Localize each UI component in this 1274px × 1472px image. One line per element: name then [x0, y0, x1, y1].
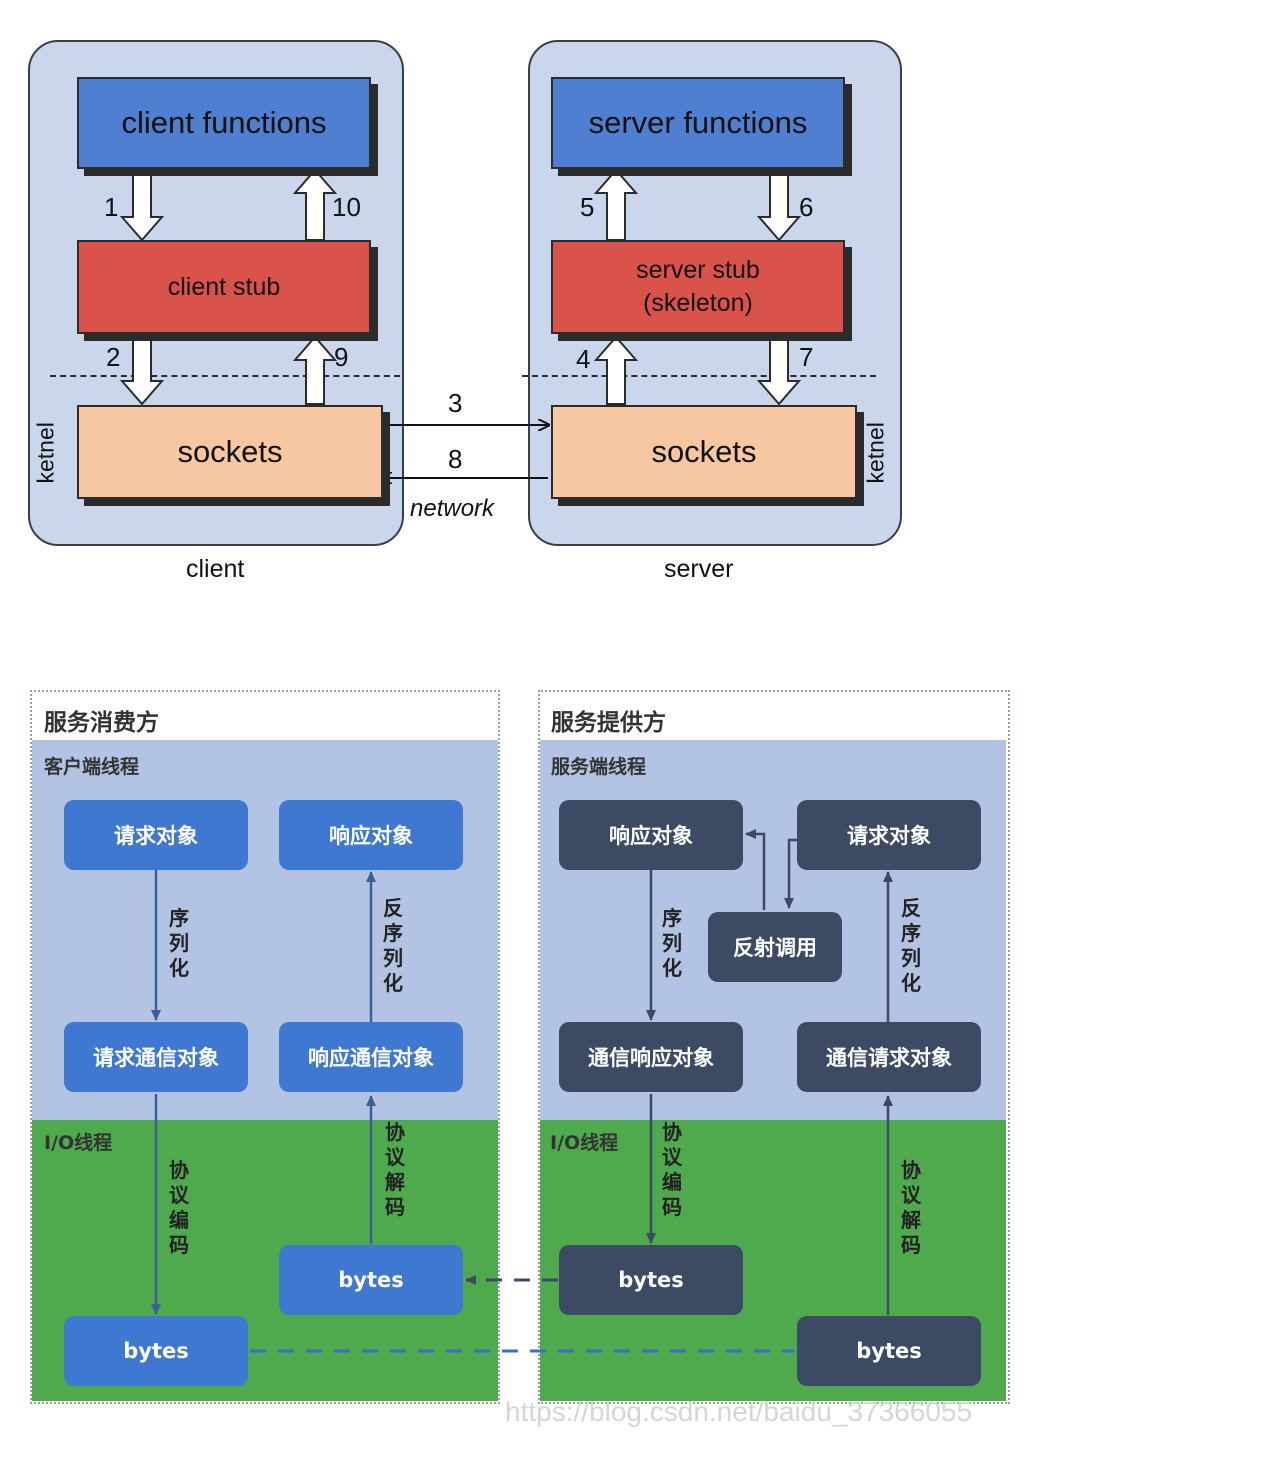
arrow-10-up [292, 168, 338, 241]
step-1: 1 [104, 192, 119, 222]
server-kernel-boundary [522, 375, 876, 377]
request-to-reflection-arrow [784, 838, 797, 909]
arrow-2-down [119, 336, 165, 406]
server-caption: server [664, 555, 734, 583]
arrow-1-down [119, 169, 165, 242]
consumer-bytes-out-label: bytes [123, 1339, 189, 1363]
server-functions-label: server functions [588, 105, 808, 140]
consumer-bytes-in: bytes [279, 1245, 463, 1315]
consumer-title: 服务消费方 [44, 710, 159, 736]
provider-decode-label: 协议解码 [901, 1158, 921, 1257]
provider-bytes-in-label: bytes [856, 1339, 922, 1363]
provider-bytes-out: bytes [559, 1245, 743, 1315]
step-5: 5 [580, 192, 595, 222]
step-2: 2 [106, 342, 121, 372]
consumer-deserialize-label: 反序列化 [383, 896, 403, 995]
consumer-request-comm-object-label: 请求通信对象 [93, 1046, 219, 1070]
consumer-response-comm-object: 响应通信对象 [279, 1022, 463, 1092]
provider-request-object: 请求对象 [797, 800, 981, 870]
consumer-request-object: 请求对象 [64, 800, 248, 870]
client-sockets-box: sockets [77, 405, 383, 499]
consumer-response-object-label: 响应对象 [329, 824, 413, 848]
consumer-request-object-label: 请求对象 [114, 824, 198, 848]
consumer-response-object: 响应对象 [279, 800, 463, 870]
consumer-response-comm-object-label: 响应通信对象 [308, 1046, 434, 1070]
client-sockets-label: sockets [177, 434, 283, 469]
server-stub-label: server stub [636, 256, 760, 284]
provider-deserialize-label: 反序列化 [901, 896, 921, 995]
consumer-request-comm-object: 请求通信对象 [64, 1022, 248, 1092]
arrow-7-down [756, 336, 802, 406]
consumer-serialize-label: 序列化 [169, 906, 189, 980]
arrow-9-up [292, 335, 338, 405]
server-functions-box: server functions [551, 77, 845, 169]
step-6: 6 [799, 192, 814, 222]
provider-encode-label: 协议编码 [662, 1120, 682, 1219]
consumer-bytes-in-label: bytes [338, 1268, 404, 1292]
server-stub-sublabel: (skeleton) [643, 289, 753, 317]
provider-serialize-label: 序列化 [662, 906, 682, 980]
step-4: 4 [576, 344, 591, 374]
provider-request-object-label: 请求对象 [847, 824, 931, 848]
provider-title: 服务提供方 [551, 710, 666, 736]
provider-comm-request-object-label: 通信请求对象 [826, 1046, 952, 1070]
consumer-decode-label: 协议解码 [385, 1120, 405, 1219]
provider-comm-request-object: 通信请求对象 [797, 1022, 981, 1092]
provider-bytes-in: bytes [797, 1316, 981, 1386]
provider-response-object-label: 响应对象 [609, 824, 693, 848]
provider-response-object: 响应对象 [559, 800, 743, 870]
client-functions-box: client functions [77, 77, 371, 169]
consumer-io-thread-label: I/O线程 [44, 1132, 113, 1154]
provider-io-thread-label: I/O线程 [550, 1132, 619, 1154]
provider-comm-response-object: 通信响应对象 [559, 1022, 743, 1092]
provider-server-thread-label: 服务端线程 [551, 756, 647, 778]
consumer-client-thread-label: 客户端线程 [44, 756, 140, 778]
consumer-encode-label: 协议编码 [169, 1158, 189, 1257]
step-8: 8 [448, 444, 463, 474]
watermark: https://blog.csdn.net/baidu_37366055 [505, 1396, 973, 1427]
server-sockets-label: sockets [651, 434, 757, 469]
step-10: 10 [332, 192, 361, 222]
provider-comm-response-object-label: 通信响应对象 [588, 1046, 714, 1070]
client-stub-box: client stub [77, 240, 371, 334]
step-7: 7 [799, 342, 814, 372]
client-caption: client [186, 555, 245, 583]
arrow-5-up [593, 168, 639, 241]
provider-reflection-call-label: 反射调用 [733, 936, 817, 960]
server-sockets-box: sockets [551, 405, 857, 499]
server-stub-box: server stub (skeleton) [551, 240, 845, 334]
rpc-arrows [119, 168, 802, 600]
step-9: 9 [334, 342, 349, 372]
reflection-to-response-arrow [745, 829, 766, 910]
client-functions-label: client functions [121, 105, 327, 140]
provider-bytes-out-label: bytes [618, 1268, 684, 1292]
step-3: 3 [448, 388, 463, 418]
provider-reflection-call: 反射调用 [708, 912, 842, 982]
network-label: network [410, 495, 495, 522]
client-kernel-boundary [50, 375, 400, 377]
client-stub-label: client stub [167, 272, 281, 301]
arrow-4-up [593, 335, 639, 405]
consumer-bytes-out: bytes [64, 1316, 248, 1386]
arrow-6-down [756, 169, 802, 242]
